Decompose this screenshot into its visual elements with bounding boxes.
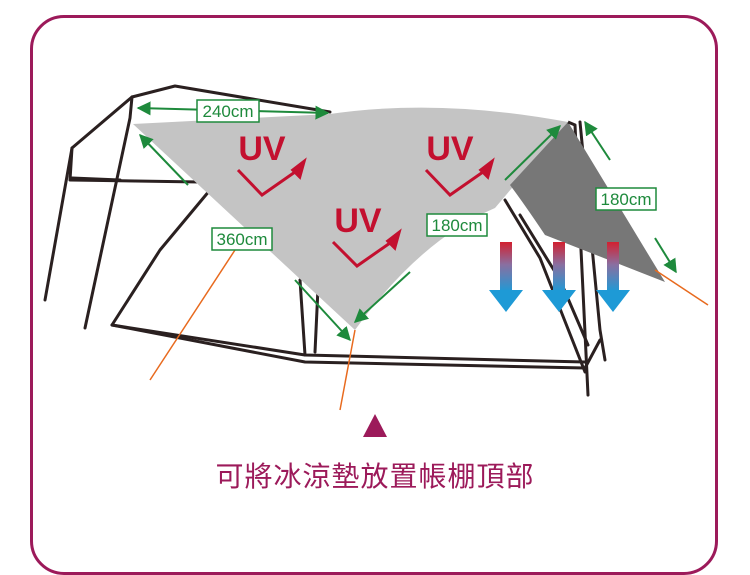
dim-label-top: 240cm [196, 99, 260, 123]
diagonal-label: 360cm [216, 230, 267, 249]
down-arrow-icon [596, 290, 630, 312]
uv-arrow-icon [385, 228, 402, 251]
uv-symbol-right: UV [424, 130, 495, 197]
diagram-stage: 240cm 360cm 180cm 180cm UV UV UV [30, 15, 718, 575]
uv-symbol-left: UV [236, 130, 307, 197]
cool-arrow-1 [489, 242, 523, 312]
uv-arrow-icon [290, 157, 307, 180]
uv-symbol-middle: UV [331, 202, 402, 268]
tent-illustration: 240cm 360cm 180cm 180cm UV UV UV [43, 84, 709, 437]
uv-arrow-icon [478, 157, 495, 180]
dim-label-diagonal: 360cm [211, 227, 273, 251]
dim-label-side: 180cm [595, 187, 657, 211]
uv-label: UV [426, 130, 474, 168]
canopy-shade [133, 107, 568, 330]
dim-label-middle: 180cm [426, 213, 488, 237]
down-arrow-icon [489, 290, 523, 312]
canopy-side-shade [510, 122, 665, 282]
caption: 可將冰涼墊放置帳棚頂部 [215, 460, 535, 493]
cool-arrow-2 [542, 242, 576, 312]
down-arrow-icon [542, 290, 576, 312]
middle-width-label: 180cm [431, 216, 482, 235]
side-width-label: 180cm [600, 190, 651, 209]
cool-arrow-3 [596, 242, 630, 312]
triangle-up-icon [363, 414, 387, 437]
uv-label: UV [334, 202, 382, 240]
top-width-label: 240cm [202, 102, 253, 121]
leader-lines [149, 249, 709, 411]
uv-label: UV [238, 130, 286, 168]
